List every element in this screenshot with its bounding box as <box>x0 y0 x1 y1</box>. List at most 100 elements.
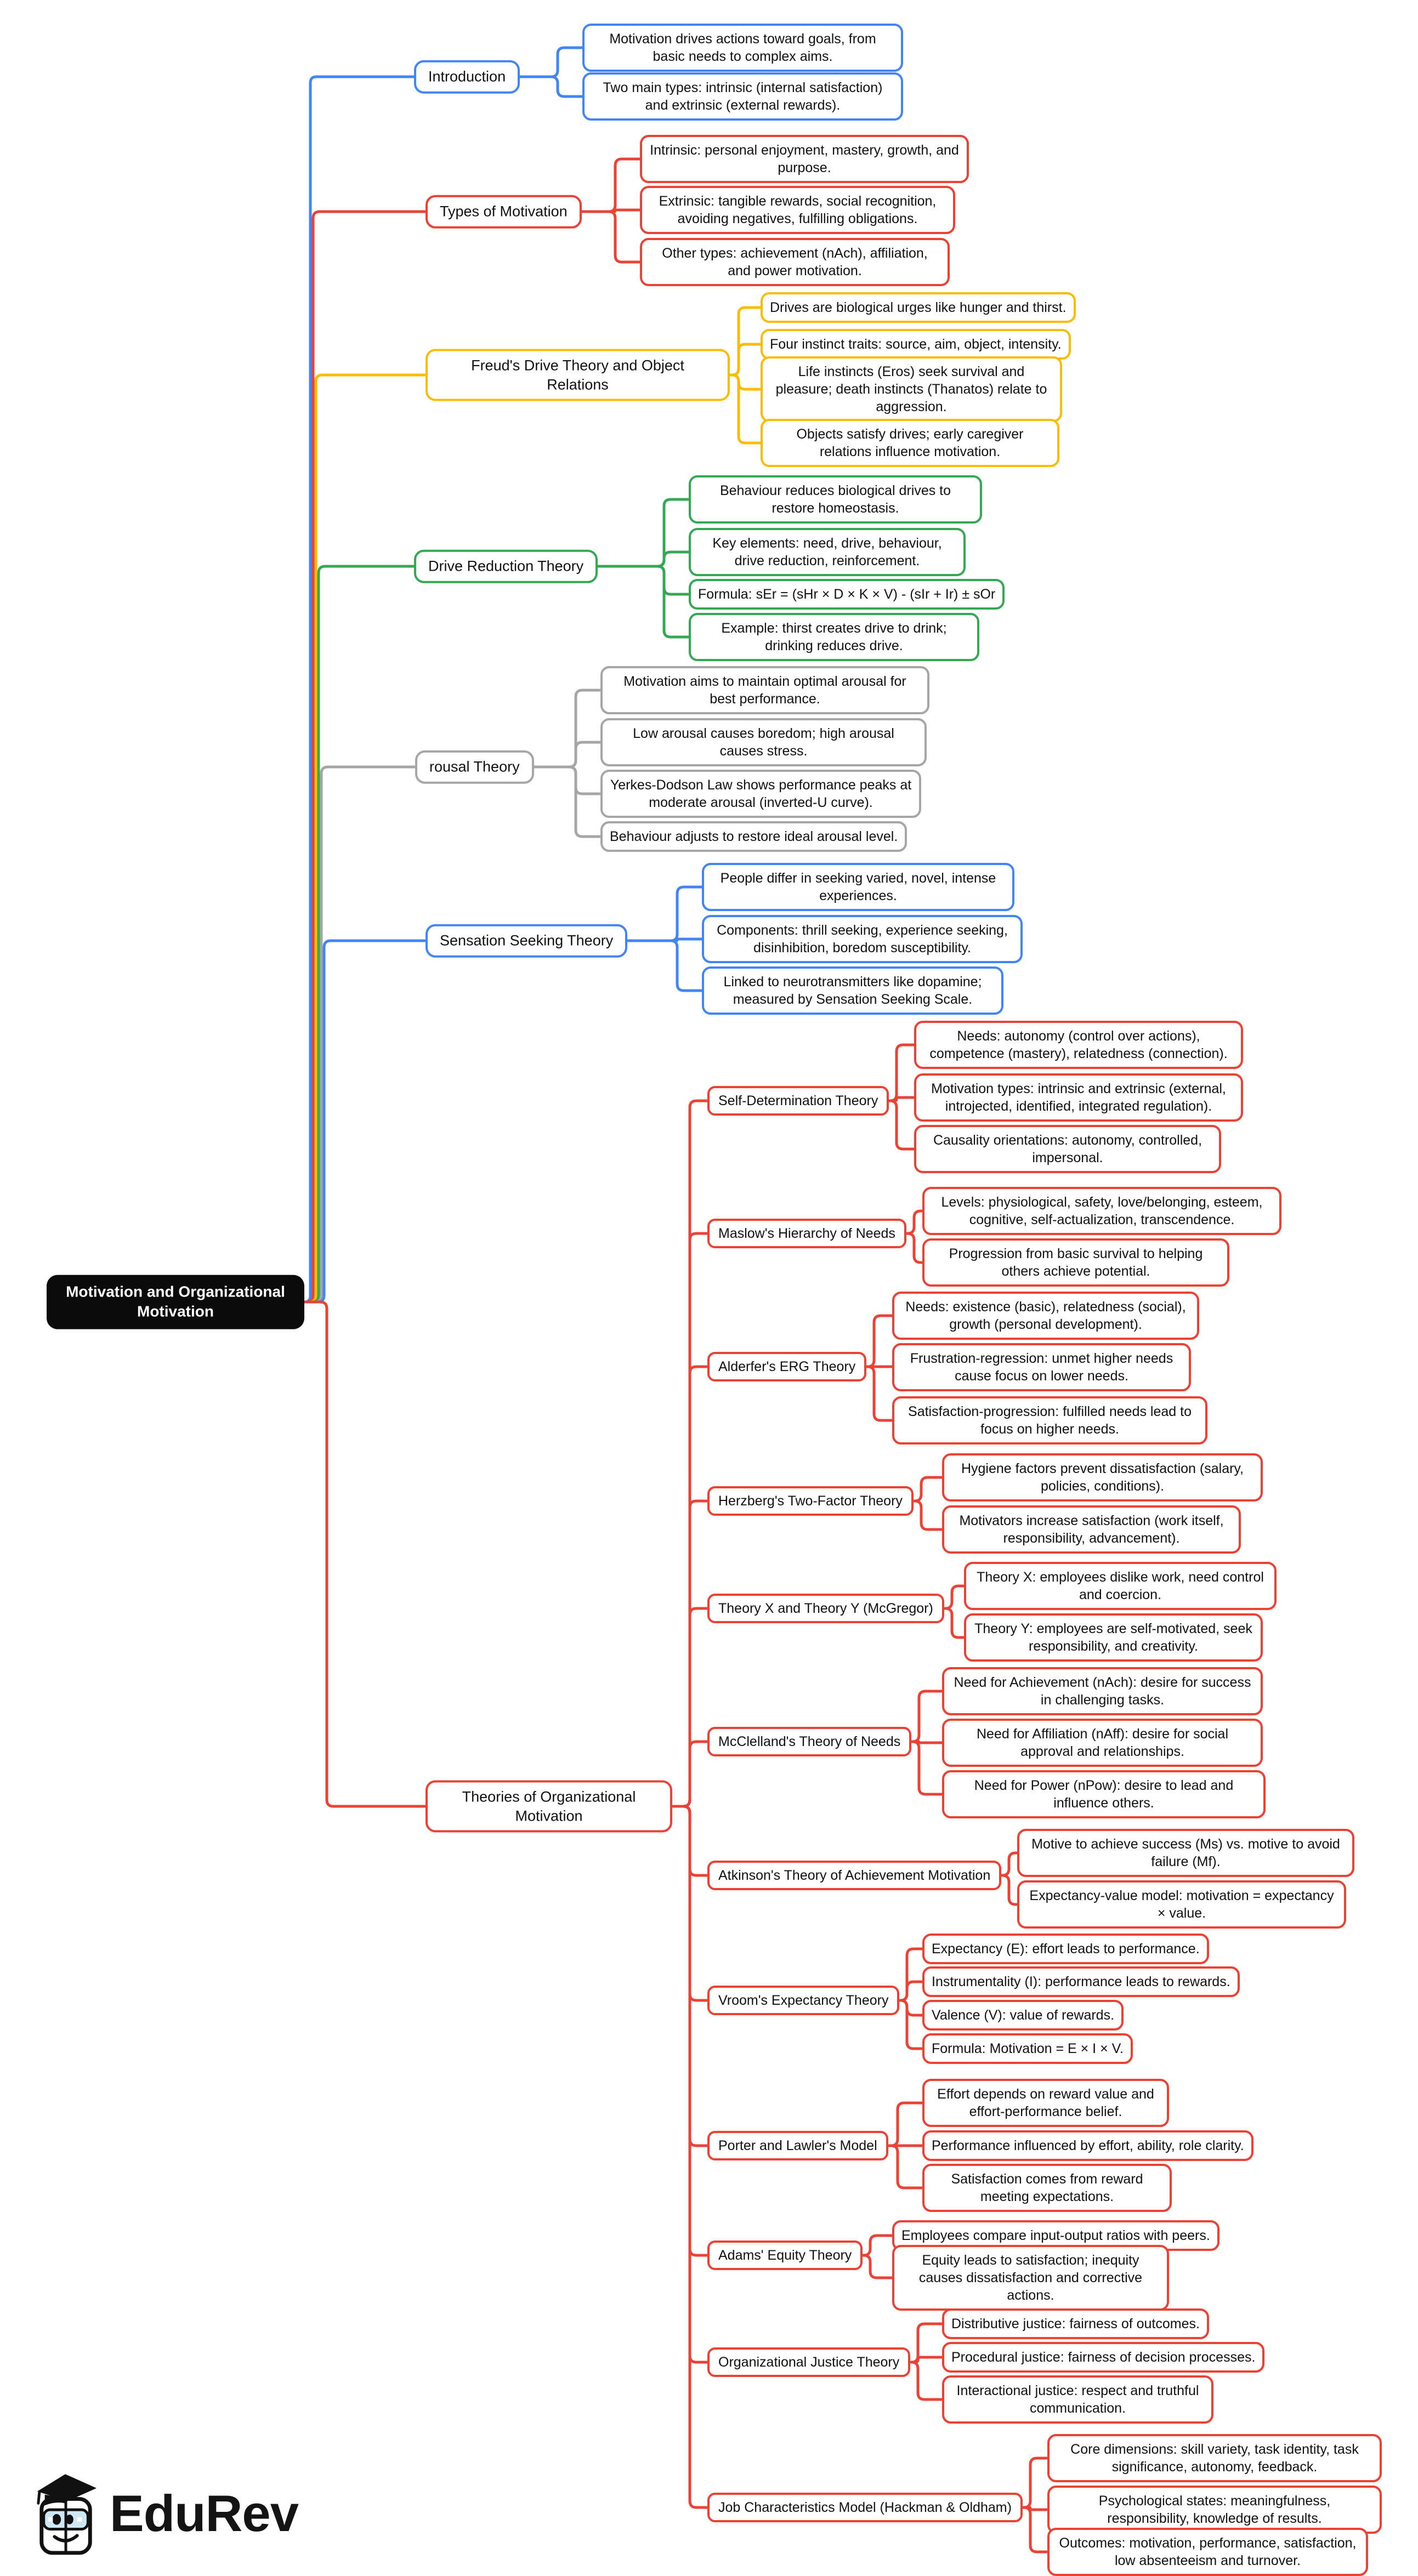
connector <box>596 565 690 596</box>
leaf-node: Expectancy-value model: motivation = exp… <box>1017 1880 1346 1929</box>
connector <box>626 937 704 942</box>
subbranch-label: Organizational Justice Theory <box>707 2347 911 2377</box>
connector <box>728 373 762 445</box>
connector <box>518 46 584 78</box>
connector <box>898 1999 924 2017</box>
connector <box>303 1300 427 1808</box>
connector <box>728 343 762 377</box>
leaf-node: Effort depends on reward value and effor… <box>922 2079 1169 2127</box>
leaf-node: Motivation aims to maintain optimal arou… <box>600 666 929 714</box>
connector <box>887 1096 916 1102</box>
leaf-node: Levels: physiological, safety, love/belo… <box>922 1187 1281 1235</box>
leaf-node: Performance influenced by effort, abilit… <box>922 2130 1253 2161</box>
connector <box>912 1476 944 1503</box>
connector <box>671 1740 709 1808</box>
leaf-node: Needs: autonomy (control over actions), … <box>914 1021 1243 1069</box>
connector <box>580 157 642 213</box>
subbranch-label: Alderfer's ERG Theory <box>707 1352 867 1381</box>
subbranch-label: Atkinson's Theory of Achievement Motivat… <box>707 1861 1002 1890</box>
subbranch-label: Porter and Lawler's Model <box>707 2131 888 2160</box>
leaf-node: Interactional justice: respect and truth… <box>942 2375 1213 2424</box>
subbranch-label: McClelland's Theory of Needs <box>707 1727 912 1756</box>
leaf-node: Formula: Motivation = E × I × V. <box>922 2033 1133 2064</box>
leaf-node: Need for Affiliation (nAff): desire for … <box>942 1719 1263 1767</box>
branch-label-arousal-theory: rousal Theory <box>415 750 534 784</box>
subbranch-label: Vroom's Expectancy Theory <box>707 1986 900 2015</box>
connector <box>912 1499 944 1531</box>
leaf-node: Objects satisfy drives; early caregiver … <box>761 419 1059 467</box>
leaf-node: Behaviour adjusts to restore ideal arous… <box>600 821 907 852</box>
leaf-node: Intrinsic: personal enjoyment, mastery, … <box>640 135 969 183</box>
connector <box>865 1365 894 1422</box>
leaf-node: Causality orientations: autonomy, contro… <box>914 1125 1221 1173</box>
leaf-node: Need for Achievement (nAch): desire for … <box>942 1667 1263 1715</box>
connector <box>905 1209 924 1235</box>
connector <box>626 939 704 992</box>
leaf-node: Motivators increase satisfaction (work i… <box>942 1505 1241 1554</box>
leaf-node: Theory X: employees dislike work, need c… <box>964 1562 1277 1610</box>
graduation-cap-book-icon <box>37 2474 97 2555</box>
leaf-node: Progression from basic survival to helpi… <box>922 1238 1229 1287</box>
connector <box>532 765 602 795</box>
branch-label-types-of-motivation: Types of Motivation <box>426 195 582 229</box>
leaf-node: Equity leads to satisfaction; inequity c… <box>892 2245 1169 2311</box>
leaf-node: Motivation drives actions toward goals, … <box>582 24 903 72</box>
leaf-node: Extrinsic: tangible rewards, social reco… <box>640 186 955 234</box>
connector <box>910 1740 944 1796</box>
connector <box>1021 2456 1049 2509</box>
leaf-node: Formula: sEr = (sHr × D × K × V) - (sIr … <box>689 579 1005 610</box>
connector <box>596 498 690 568</box>
connector <box>303 765 417 1304</box>
leaf-node: Expectancy (E): effort leads to performa… <box>922 1934 1209 1964</box>
connector <box>626 885 704 942</box>
leaf-node: Psychological states: meaningfulness, re… <box>1047 2486 1382 2534</box>
branch-label-introduction: Introduction <box>414 60 520 94</box>
leaf-node: Instrumentality (I): performance leads t… <box>922 1966 1240 1997</box>
leaf-node: Drives are biological urges like hunger … <box>761 292 1076 323</box>
connector <box>671 1805 709 2509</box>
connector <box>910 1740 944 1744</box>
connector <box>943 1584 966 1610</box>
leaf-node: Motivation types: intrinsic and extrinsi… <box>914 1073 1243 1122</box>
leaf-node: Example: thirst creates drive to drink; … <box>689 613 979 661</box>
leaf-node: Components: thrill seeking, experience s… <box>702 915 1023 963</box>
leaf-node: Low arousal causes boredom; high arousal… <box>600 718 927 766</box>
connector <box>532 765 602 838</box>
connector <box>1000 1851 1019 1877</box>
leaf-node: Theory Y: employees are self-motivated, … <box>964 1613 1263 1662</box>
leaf-node: Needs: existence (basic), relatedness (s… <box>892 1292 1199 1340</box>
leaf-node: Yerkes-Dodson Law shows performance peak… <box>600 770 921 818</box>
edurev-logo: EduRev <box>34 2470 299 2557</box>
connector <box>887 2101 924 2147</box>
connector <box>943 1607 966 1639</box>
branch-label-theories-of-organizational-motivation: Theories of Organizational Motivation <box>426 1780 672 1833</box>
leaf-node: Core dimensions: skill variety, task ide… <box>1047 2434 1382 2482</box>
branch-label-sensation-seeking-theory: Sensation Seeking Theory <box>426 924 628 958</box>
connector <box>898 1999 924 2050</box>
connector <box>887 1043 916 1102</box>
leaf-node: Satisfaction comes from reward meeting e… <box>922 2164 1172 2212</box>
connector <box>596 565 690 639</box>
leaf-node: People differ in seeking varied, novel, … <box>702 863 1014 911</box>
leaf-node: Satisfaction-progression: fulfilled need… <box>892 1396 1207 1445</box>
branch-label-drive-reduction-theory: Drive Reduction Theory <box>414 549 598 583</box>
leaf-node: Need for Power (nPow): desire to lead an… <box>942 1770 1266 1818</box>
subbranch-label: Theory X and Theory Y (McGregor) <box>707 1594 944 1623</box>
connector <box>532 741 602 769</box>
connector <box>887 1099 916 1151</box>
leaf-node: Two main types: intrinsic (internal sati… <box>582 72 903 121</box>
leaf-node: Four instinct traits: source, aim, objec… <box>761 329 1071 360</box>
connector <box>909 2361 944 2401</box>
connector <box>596 550 690 568</box>
leaf-node: Frustration-regression: unmet higher nee… <box>892 1343 1191 1391</box>
connector <box>905 1232 924 1264</box>
connector <box>728 306 762 377</box>
leaf-node: Procedural justice: fairness of decision… <box>942 2342 1265 2373</box>
connector <box>580 208 642 213</box>
connector <box>1021 2506 1049 2554</box>
connector <box>887 2144 924 2190</box>
connector <box>910 1690 944 1743</box>
connector <box>898 1947 924 2002</box>
connector <box>898 1980 924 2002</box>
